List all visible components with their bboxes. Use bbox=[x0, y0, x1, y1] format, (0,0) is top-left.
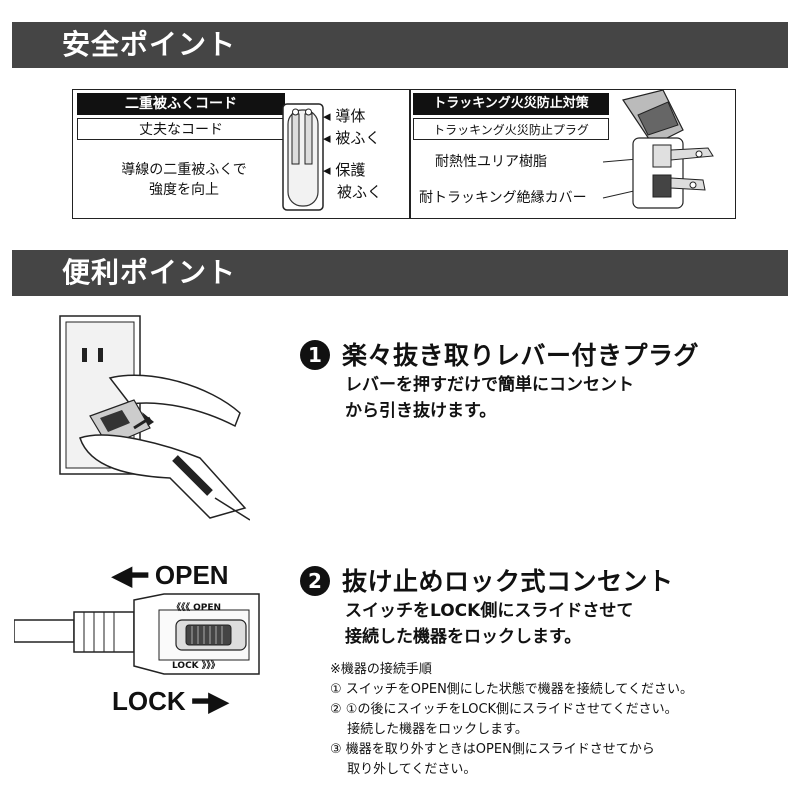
callout-conductor: ◂ 導体 bbox=[323, 107, 366, 125]
callout-cover: 耐トラッキング絶縁カバー bbox=[419, 190, 587, 206]
tracking-plug-illustration bbox=[602, 90, 714, 209]
callout-protect-line2: 被ふく bbox=[337, 183, 383, 201]
callout-conductor-text: 導体 bbox=[335, 107, 366, 125]
note-step3: ③ 機器を取り外すときはOPEN側にスライドさせてから bbox=[330, 742, 655, 757]
callout-protect-text1: 保護 bbox=[335, 161, 366, 179]
point2-title: 抜け止めロック式コンセント bbox=[342, 567, 674, 596]
note-step3-cont: 取り外してください。 bbox=[330, 762, 477, 777]
lock-arrow-icon: ━▶ bbox=[192, 686, 229, 716]
note-step2-cont: 接続した機器をロックします。 bbox=[330, 722, 528, 737]
point2-line1: スイッチをLOCK側にスライドさせて bbox=[345, 601, 634, 621]
cord-desc-line1: 導線の二重被ふくで bbox=[121, 162, 247, 178]
point1-line2: から引き抜けます。 bbox=[345, 401, 497, 421]
callout-protect: ◂ 保護 bbox=[323, 161, 366, 179]
lock-label-text: LOCK bbox=[112, 686, 186, 716]
open-arrow-icon: ◀━ bbox=[112, 560, 148, 590]
cord-desc-line2: 強度を向上 bbox=[149, 182, 219, 198]
switch-lock-text: LOCK 》》》 bbox=[172, 661, 220, 671]
lever-plug-illustration bbox=[59, 315, 250, 521]
convenience-section-header: 便利ポイント bbox=[12, 250, 788, 296]
point2-number-badge: 2 bbox=[300, 566, 330, 596]
callout-resin: 耐熱性ユリア樹脂 bbox=[435, 154, 547, 170]
safety-section-header: 安全ポイント bbox=[12, 22, 788, 68]
tracking-label: トラッキング火災防止プラグ bbox=[413, 118, 609, 140]
cord-heading: 二重被ふくコード bbox=[77, 93, 285, 115]
open-label-text: OPEN bbox=[154, 560, 229, 590]
callout-sheath-text: 被ふく bbox=[335, 129, 381, 147]
point2-line2: 接続した機器をロックします。 bbox=[345, 627, 582, 647]
lock-arrow-label: LOCK ━▶ bbox=[112, 686, 229, 717]
switch-open-text: 《《《 OPEN bbox=[172, 603, 222, 613]
note-step2: ② ①の後にスイッチをLOCK側にスライドさせてください。 bbox=[330, 702, 678, 717]
note-heading: ※機器の接続手順 bbox=[330, 662, 432, 677]
cord-cross-section-illustration bbox=[282, 103, 324, 211]
callout-sheath: ◂ 被ふく bbox=[323, 129, 381, 147]
panel-divider bbox=[409, 90, 411, 218]
open-arrow-label: ◀━ OPEN bbox=[112, 560, 229, 591]
safety-panel: 二重被ふくコード 丈夫なコード 導線の二重被ふくで 強度を向上 ◂ 導体 ◂ 被… bbox=[72, 89, 736, 219]
note-step1: ① スイッチをOPEN側にした状態で機器を接続してください。 bbox=[330, 682, 694, 697]
tracking-heading: トラッキング火災防止対策 bbox=[413, 93, 609, 115]
cord-label: 丈夫なコード bbox=[77, 118, 285, 140]
point1-title: 楽々抜き取りレバー付きプラグ bbox=[342, 341, 700, 370]
lock-outlet-illustration bbox=[14, 593, 260, 675]
point1-line1: レバーを押すだけで簡単にコンセント bbox=[345, 375, 634, 395]
point1-number-badge: 1 bbox=[300, 340, 330, 370]
